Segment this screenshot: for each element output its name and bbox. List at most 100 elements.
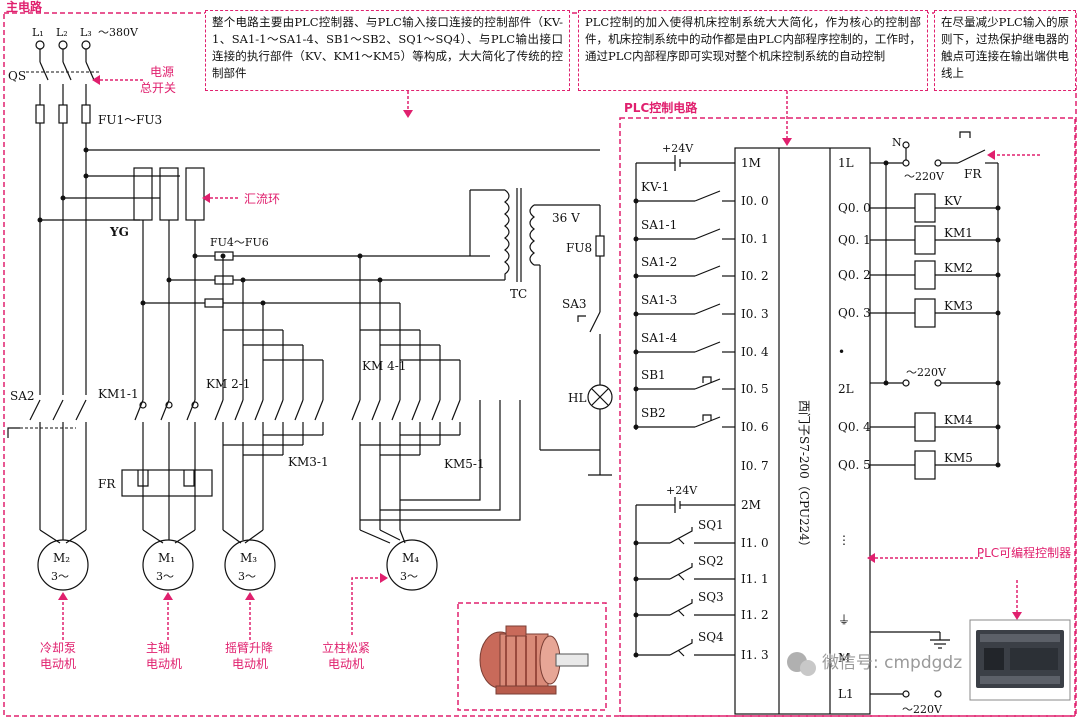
label-L1: L₁ — [32, 26, 44, 39]
plc-output-terminal: Q0. 2 — [838, 268, 871, 282]
junction-dot — [633, 576, 639, 582]
junction-dot — [633, 652, 639, 658]
label-L3: L₃ — [80, 26, 92, 39]
output-load-label: KM5 — [944, 451, 973, 465]
callout-arm-1: 摇臂升降 — [225, 641, 273, 655]
motor-M2-label: M₂ — [53, 551, 70, 565]
plc-supply-2: +24V — [666, 484, 698, 497]
label-KM5-1: KM5-1 — [444, 457, 485, 471]
watermark: 微信号: cmpdgdz — [787, 652, 962, 676]
plc-input-terminal: I0. 6 — [741, 420, 769, 434]
callout-column-2: 电动机 — [328, 657, 364, 671]
pushbutton-head — [702, 414, 712, 421]
output-load-label: KM1 — [944, 226, 973, 240]
label-HL: HL — [568, 391, 586, 405]
label-KM4-1: KM 4-1 — [362, 359, 406, 373]
label-FU8: FU8 — [566, 241, 592, 255]
motor-M3-ac: 3～ — [238, 570, 256, 583]
plc-output-terminal: Q0. 3 — [838, 306, 871, 320]
input-device-label: SB1 — [641, 368, 666, 382]
plc-input-terminal: I0. 5 — [741, 382, 769, 396]
main-circuit-title: 主电路 — [6, 0, 43, 14]
plc-input-terminal: I0. 2 — [741, 269, 769, 283]
input-device-label: SQ2 — [698, 554, 724, 568]
input-device-label: SQ4 — [698, 630, 724, 644]
callout-coolant-1: 冷却泵 — [40, 641, 76, 655]
plc-input-terminal: I1. 3 — [741, 648, 769, 662]
plc-input-terminal: I0. 0 — [741, 194, 769, 208]
watermark-text: 微信号: cmpdgdz — [822, 653, 962, 673]
callout-plc: PLC可编程控制器 — [976, 546, 1072, 560]
label-TC: TC — [510, 287, 527, 301]
plc-output-terminal: ⏚ — [838, 613, 850, 627]
main-circuit: L₁ L₂ L₃ ～380V QS FU1～FU3 YG FU4 — [7, 26, 613, 640]
plc-output-terminal: Q0. 1 — [838, 233, 871, 247]
plc-input-terminal: I1. 1 — [741, 572, 769, 586]
limit-switch — [669, 527, 693, 545]
callout-column-1: 立柱松紧 — [322, 640, 370, 655]
plc-output-terminal: 2L — [838, 382, 854, 396]
callout-arm-2: 电动机 — [232, 657, 268, 671]
relay-coil — [914, 260, 936, 290]
label-QS: QS — [8, 69, 26, 83]
pushbutton-head — [702, 376, 712, 383]
plc-output-terminal: • — [838, 345, 845, 359]
junction-dot — [995, 424, 1001, 430]
relay-coil — [914, 412, 936, 442]
label-380v: ～380V — [98, 26, 139, 39]
input-device-label: SQ3 — [698, 590, 724, 604]
plc-output-terminal: M — [838, 651, 850, 665]
callout-power-switch-1: 电源 — [150, 65, 174, 79]
junction-dot — [633, 386, 639, 392]
junction-dot — [633, 273, 639, 279]
junction-dot — [633, 236, 639, 242]
relay-coil — [914, 450, 936, 480]
input-device-label: SQ1 — [698, 518, 724, 532]
label-fuse-main: FU1～FU3 — [98, 113, 162, 127]
input-device-label: SB2 — [641, 406, 666, 420]
limit-switch — [669, 599, 693, 617]
plc-output-terminal: Q0. 5 — [838, 458, 871, 472]
plc-input-terminal: 1M — [741, 156, 761, 170]
junction-dot — [633, 424, 639, 430]
limit-switch — [669, 639, 693, 657]
junction-dot — [633, 311, 639, 317]
motor-M3-label: M₃ — [240, 551, 257, 565]
plc-FR: FR — [964, 167, 982, 181]
plc-input-terminal: I0. 3 — [741, 307, 769, 321]
callout-spindle-1: 主轴 — [146, 640, 170, 655]
input-device-label: SA1-4 — [641, 331, 678, 345]
junction-dot — [633, 540, 639, 546]
plc-output-terminal: Q0. 4 — [838, 420, 871, 434]
junction-dot — [995, 237, 1001, 243]
output-load-label: KM2 — [944, 261, 973, 275]
plc-supply-1: +24V — [662, 142, 694, 155]
label-SA2: SA2 — [10, 389, 35, 403]
callout-spindle-2: 电动机 — [146, 657, 182, 671]
relay-coil — [914, 225, 936, 255]
plc-output-terminal: 1L — [838, 156, 854, 170]
junction-dot — [995, 310, 1001, 316]
plc-circuit: 西门子S7-200（CPU224） +24V +24V N ～220V FR — [457, 131, 1071, 716]
label-L2: L₂ — [56, 26, 68, 39]
plc-model: 西门子S7-200（CPU224） — [797, 400, 812, 553]
motor-M4-label: M₄ — [402, 551, 419, 565]
input-contact — [694, 228, 721, 240]
input-contact — [694, 265, 721, 277]
output-load-label: KM4 — [944, 413, 973, 427]
label-YG: YG — [109, 225, 129, 239]
input-contact — [694, 416, 721, 428]
input-device-label: SA1-3 — [641, 293, 677, 307]
input-contact — [694, 341, 721, 353]
junction-dot — [995, 205, 1001, 211]
plc-ac-1: ～220V — [904, 170, 945, 183]
callout-collector-ring: 汇流环 — [244, 192, 280, 206]
plc-input-terminal: I1. 0 — [741, 536, 769, 550]
plc-ac-3: ～220V — [902, 703, 943, 716]
junction-dot — [633, 612, 639, 618]
junction-dot — [995, 272, 1001, 278]
plc-output-terminal: Q0. 0 — [838, 201, 871, 215]
output-load-label: KM3 — [944, 299, 973, 313]
